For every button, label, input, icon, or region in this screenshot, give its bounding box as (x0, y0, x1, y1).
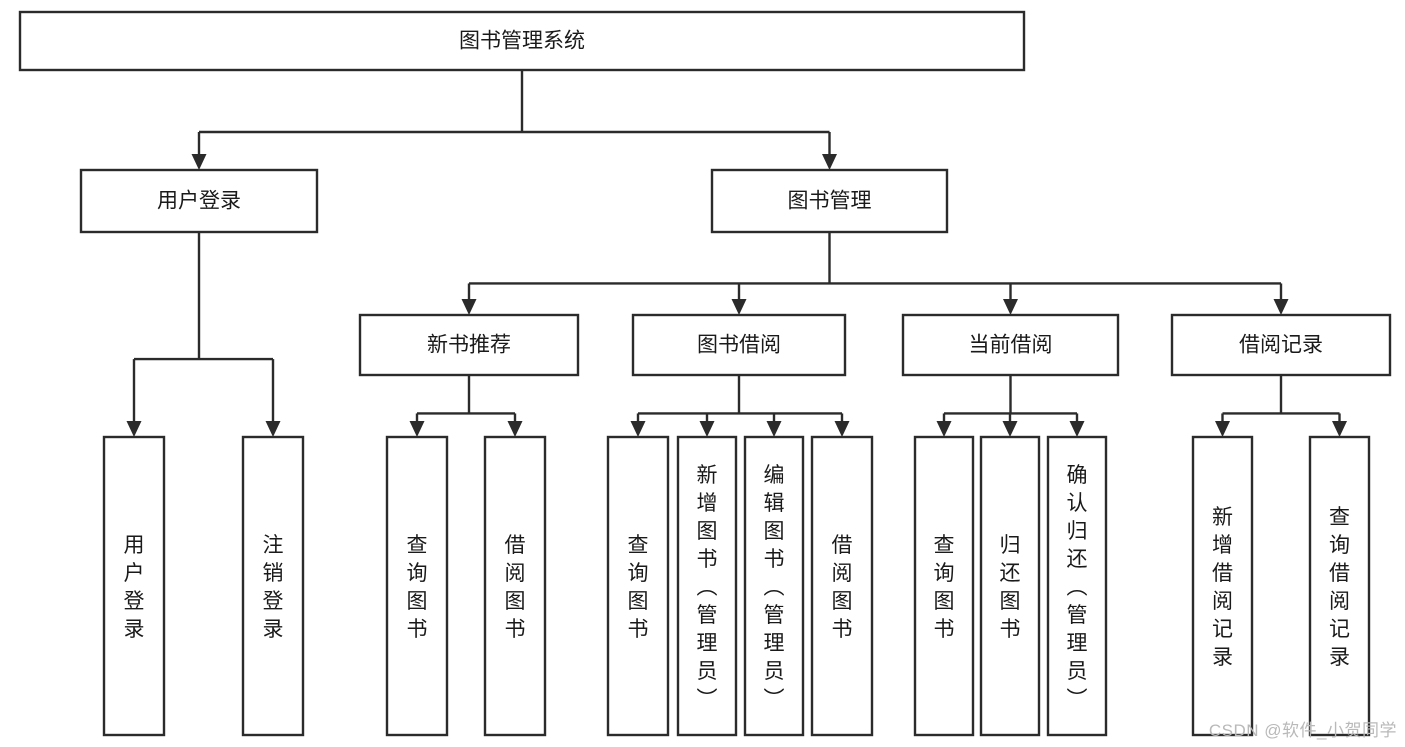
arrow-head-icon (699, 421, 715, 437)
node-label: 查询图书 (628, 534, 649, 641)
edge-group-current (936, 375, 1085, 437)
node-box[interactable] (913, 435, 975, 737)
arrow-head-icon (834, 421, 850, 437)
node-box[interactable] (241, 435, 305, 737)
arrow-head-icon (409, 421, 425, 437)
node-leaf-11[interactable]: 确认归还︵管理员︶ (1046, 435, 1108, 737)
node-box[interactable] (979, 435, 1041, 737)
node-label: 图书管理 (788, 190, 872, 213)
arrow-head-icon (1215, 421, 1230, 437)
node-leaf-4[interactable]: 借阅图书 (483, 435, 547, 737)
node-box[interactable] (1170, 313, 1392, 377)
node-leaf-1[interactable]: 用户登录 (102, 435, 166, 737)
edge-group-record (1215, 375, 1347, 437)
arrow-head-icon (1069, 421, 1085, 437)
node-box[interactable] (1308, 435, 1371, 737)
node-current[interactable]: 当前借阅 (901, 313, 1120, 377)
node-leaf-8[interactable]: 借阅图书 (810, 435, 874, 737)
node-login[interactable]: 用户登录 (79, 168, 319, 234)
node-label: 查询借阅记录 (1329, 506, 1350, 669)
arrow-head-icon (461, 299, 477, 315)
arrow-head-icon (191, 154, 207, 170)
node-label: 新增借阅记录 (1212, 506, 1233, 669)
arrow-head-icon (766, 421, 782, 437)
edge-group-root (191, 70, 837, 170)
node-box[interactable] (79, 168, 319, 234)
arrow-head-icon (731, 299, 747, 315)
node-leaf-2[interactable]: 注销登录 (241, 435, 305, 737)
node-leaf-3[interactable]: 查询图书 (385, 435, 449, 737)
node-box[interactable] (385, 435, 449, 737)
node-label: 新增图书︵管理员︶ (697, 464, 718, 711)
node-box[interactable] (1191, 435, 1254, 737)
arrow-head-icon (822, 154, 837, 170)
node-box[interactable] (483, 435, 547, 737)
node-box[interactable] (1046, 435, 1108, 737)
edge-group-borrow (630, 375, 850, 437)
node-leaf-6[interactable]: 新增图书︵管理员︶ (676, 435, 738, 737)
node-box[interactable] (901, 313, 1120, 377)
node-label: 用户登录 (157, 190, 241, 213)
arrow-head-icon (936, 421, 952, 437)
arrow-head-icon (1332, 421, 1347, 437)
node-borrow[interactable]: 图书借阅 (631, 313, 847, 377)
node-box[interactable] (102, 435, 166, 737)
edge-layer (126, 70, 1347, 437)
node-leaf-5[interactable]: 查询图书 (606, 435, 670, 737)
node-newbook[interactable]: 新书推荐 (358, 313, 580, 377)
node-box[interactable] (631, 313, 847, 377)
node-label: 图书借阅 (697, 334, 781, 357)
edge-group-bookmgmt (461, 232, 1289, 315)
node-label: 编辑图书︵管理员︶ (764, 464, 785, 711)
node-bookmgmt[interactable]: 图书管理 (710, 168, 949, 234)
node-label: 用户登录 (124, 534, 145, 641)
node-layer: 图书管理系统用户登录图书管理新书推荐图书借阅当前借阅借阅记录用户登录注销登录查询… (18, 10, 1392, 737)
node-box[interactable] (358, 313, 580, 377)
node-label: 查询图书 (934, 534, 955, 641)
node-label: 当前借阅 (969, 334, 1053, 357)
edge-group-newbook (409, 375, 523, 437)
watermark-text: CSDN @软件_小贺同学 (1208, 721, 1397, 740)
edge-group-login (126, 232, 281, 437)
node-label: 归还图书 (1000, 534, 1021, 641)
node-box[interactable] (676, 435, 738, 737)
node-label: 借阅图书 (505, 534, 526, 641)
node-label: 图书管理系统 (459, 30, 585, 53)
node-label: 借阅记录 (1239, 334, 1323, 357)
node-box[interactable] (743, 435, 805, 737)
node-box[interactable] (606, 435, 670, 737)
node-record[interactable]: 借阅记录 (1170, 313, 1392, 377)
node-label: 查询图书 (407, 534, 428, 641)
arrow-head-icon (1002, 421, 1018, 437)
node-box[interactable] (18, 10, 1026, 72)
node-leaf-12[interactable]: 新增借阅记录 (1191, 435, 1254, 737)
arrow-head-icon (1003, 299, 1018, 315)
node-box[interactable] (710, 168, 949, 234)
node-box[interactable] (810, 435, 874, 737)
node-leaf-13[interactable]: 查询借阅记录 (1308, 435, 1371, 737)
node-root[interactable]: 图书管理系统 (18, 10, 1026, 72)
arrow-head-icon (630, 421, 646, 437)
node-leaf-10[interactable]: 归还图书 (979, 435, 1041, 737)
arrow-head-icon (507, 421, 523, 437)
arrow-head-icon (265, 421, 281, 437)
node-leaf-9[interactable]: 查询图书 (913, 435, 975, 737)
arrow-head-icon (1273, 299, 1289, 315)
node-label: 新书推荐 (427, 334, 511, 357)
arrow-head-icon (126, 421, 142, 437)
node-label: 借阅图书 (832, 534, 853, 641)
node-label: 注销登录 (263, 534, 284, 641)
node-label: 确认归还︵管理员︶ (1067, 464, 1088, 711)
node-leaf-7[interactable]: 编辑图书︵管理员︶ (743, 435, 805, 737)
